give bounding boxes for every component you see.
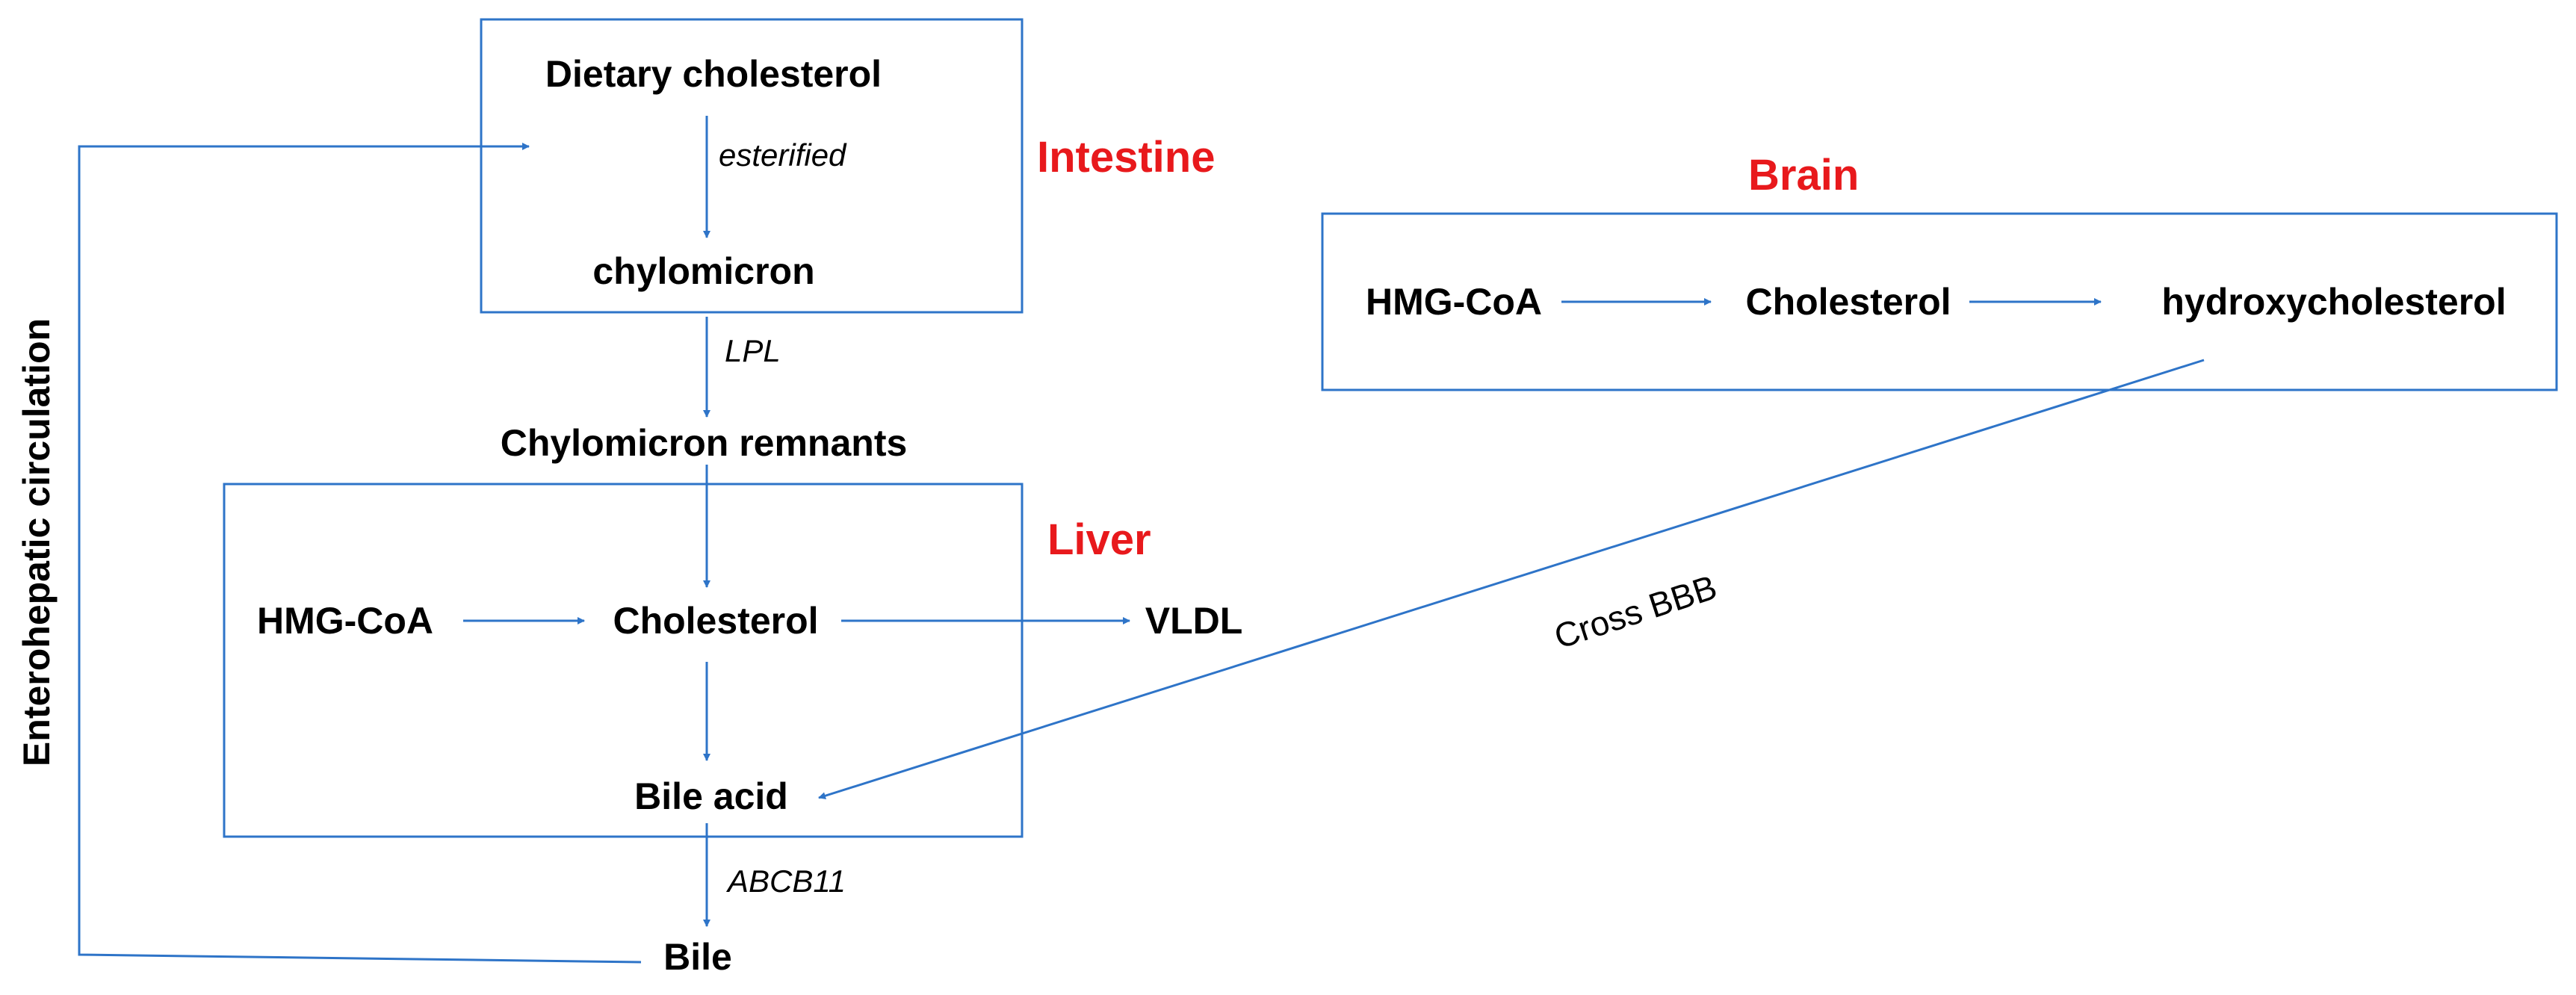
liver-box	[223, 483, 1024, 838]
arrow-cross-bbb	[818, 359, 2205, 800]
arrow-enterohepatic-circulation	[78, 143, 642, 964]
edge-label-abcb11: ABCB11	[725, 864, 846, 899]
intestine-box	[480, 18, 1024, 314]
node-hydroxycholesterol: hydroxycholesterol	[2161, 281, 2506, 323]
node-brain-cholesterol: Cholesterol	[1745, 281, 1951, 323]
edge-label-lpl: LPL	[725, 333, 781, 368]
node-chylomicron-remnants: Chylomicron remnants	[501, 422, 908, 464]
organ-label-liver: Liver	[1047, 515, 1151, 564]
node-vldl: VLDL	[1145, 600, 1243, 642]
node-brain-hmg-coa: HMG-CoA	[1366, 281, 1542, 323]
node-bile: Bile	[663, 936, 732, 978]
node-liver-cholesterol: Cholesterol	[613, 600, 818, 642]
node-liver-hmg-coa: HMG-CoA	[257, 600, 433, 642]
organ-label-brain: Brain	[1748, 151, 1859, 199]
edge-label-enterohepatic-circulation: Enterohepatic circulation	[16, 318, 58, 766]
edge-label-cross-bbb: Cross BBB	[1549, 567, 1721, 656]
organ-label-intestine: Intestine	[1037, 133, 1216, 182]
brain-box	[1321, 212, 2558, 391]
node-chylomicron: chylomicron	[592, 250, 814, 292]
node-bile-acid: Bile acid	[634, 775, 788, 817]
node-dietary-cholesterol: Dietary cholesterol	[545, 53, 882, 95]
edge-label-esterified: esterified	[719, 137, 847, 173]
